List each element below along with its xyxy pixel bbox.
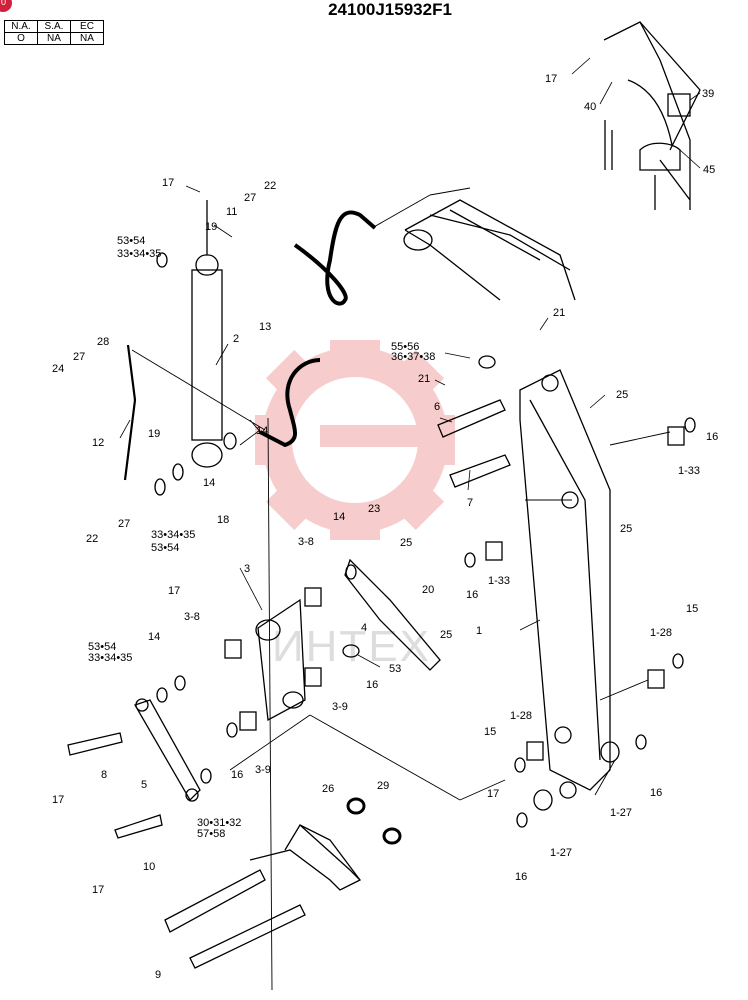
callout-c29: 29 (377, 780, 389, 792)
applicability-value-na: O (4, 32, 38, 45)
callout-c21b: 21 (418, 373, 430, 385)
callout-c303132: 30•31•32 (197, 817, 241, 829)
callout-c17b: 17 (162, 177, 174, 189)
callout-c133a: 1-33 (678, 465, 700, 477)
callout-c15a: 15 (686, 603, 698, 615)
callout-c39: 39 (702, 88, 714, 100)
callout-c12: 12 (92, 437, 104, 449)
applicability-value-ec: NA (70, 32, 104, 45)
pins (67, 399, 511, 969)
callout-c14a: 14 (256, 425, 268, 437)
callout-c14b: 14 (203, 477, 215, 489)
boom-upper (403, 199, 576, 301)
callout-c6: 6 (434, 401, 440, 413)
callout-c38b: 3-8 (184, 611, 200, 623)
callout-c17d: 17 (52, 794, 64, 806)
hose-13 (259, 210, 377, 448)
corner-badge-text: 0 (1, 0, 7, 7)
callout-c1: 1 (476, 625, 482, 637)
callout-c25a: 25 (616, 389, 628, 401)
callout-c23: 23 (368, 503, 380, 515)
part-39-block (667, 93, 691, 117)
callout-c22b: 22 (86, 533, 98, 545)
callout-c14c: 14 (333, 511, 345, 523)
callout-c17c: 17 (168, 585, 180, 597)
callout-c27c: 27 (118, 518, 130, 530)
pipe-12 (123, 344, 137, 481)
callout-c5758: 57•58 (197, 828, 225, 840)
corner-badge: 0 (0, 0, 12, 12)
callout-c127a: 1-27 (610, 807, 632, 819)
callout-c39c: 3-9 (255, 764, 271, 776)
callout-leaders (119, 57, 701, 668)
applicability-table: N.A. S.A. EC O NA NA (4, 20, 104, 45)
callout-c14d: 14 (148, 631, 160, 643)
callout-c28: 28 (97, 336, 109, 348)
callout-c4: 4 (361, 622, 367, 634)
callout-c19b: 19 (148, 428, 160, 440)
callout-c5354c: 53•54 (88, 641, 116, 653)
callout-c21a: 21 (553, 307, 565, 319)
callout-c5354b: 53•54 (151, 542, 179, 554)
boom-1 (519, 369, 611, 799)
callout-c38: 3-8 (298, 536, 314, 548)
callout-c16e: 16 (650, 787, 662, 799)
callout-c333435b: 33•34•35 (151, 529, 195, 541)
callout-c128b: 1-28 (510, 710, 532, 722)
callout-c5354a: 53•54 (117, 235, 145, 247)
callout-c17f: 17 (92, 884, 104, 896)
callout-c333435c: 33•34•35 (88, 652, 132, 664)
callout-c13: 13 (259, 321, 271, 333)
callout-c20: 20 (422, 584, 434, 596)
bushes-washers (154, 252, 696, 845)
callout-c27b: 27 (73, 351, 85, 363)
callout-c45: 45 (703, 164, 715, 176)
callout-c39b: 3-9 (332, 701, 348, 713)
callout-c5556: 55•56 (391, 341, 419, 353)
callout-c3: 3 (244, 563, 250, 575)
callout-c22a: 22 (264, 180, 276, 192)
callout-c9: 9 (155, 969, 161, 981)
callout-c18: 18 (217, 514, 229, 526)
callout-c25d: 25 (440, 629, 452, 641)
callout-c25b: 25 (620, 523, 632, 535)
callout-c19a: 19 (205, 221, 217, 233)
callout-c8: 8 (101, 769, 107, 781)
callout-c7: 7 (467, 497, 473, 509)
callout-c16f: 16 (515, 871, 527, 883)
arm-bracket-bottom (249, 824, 361, 891)
callout-c17a: 17 (545, 73, 557, 85)
callout-c40: 40 (584, 101, 596, 113)
callout-c25c: 25 (400, 537, 412, 549)
callout-c10: 10 (143, 861, 155, 873)
callout-c16c: 16 (366, 679, 378, 691)
callout-c333435a: 33•34•35 (117, 248, 161, 260)
callout-c363738: 36•37•38 (391, 351, 435, 363)
callout-c15b: 15 (484, 726, 496, 738)
callout-c17e: 17 (487, 788, 499, 800)
diagram-title: 24100J15932F1 (328, 0, 452, 19)
arm-top-part (603, 21, 701, 210)
callout-c24: 24 (52, 363, 64, 375)
callout-c11: 11 (226, 206, 237, 218)
callout-c26: 26 (322, 783, 334, 795)
leader-lines (131, 187, 671, 991)
callout-c2: 2 (233, 333, 239, 345)
callout-c16a: 16 (706, 431, 718, 443)
watermark-text: ИНТЕХ (272, 622, 431, 671)
callout-c127b: 1-27 (550, 847, 572, 859)
links (134, 558, 441, 802)
callout-c16d: 16 (231, 769, 243, 781)
callout-c27a: 27 (244, 192, 256, 204)
callout-c128a: 1-28 (650, 627, 672, 639)
callout-c16b: 16 (466, 589, 478, 601)
callout-c53: 53 (389, 663, 401, 675)
callout-c5: 5 (141, 779, 147, 791)
callout-c133b: 1-33 (488, 575, 510, 587)
applicability-value-row: O NA NA (4, 32, 104, 45)
